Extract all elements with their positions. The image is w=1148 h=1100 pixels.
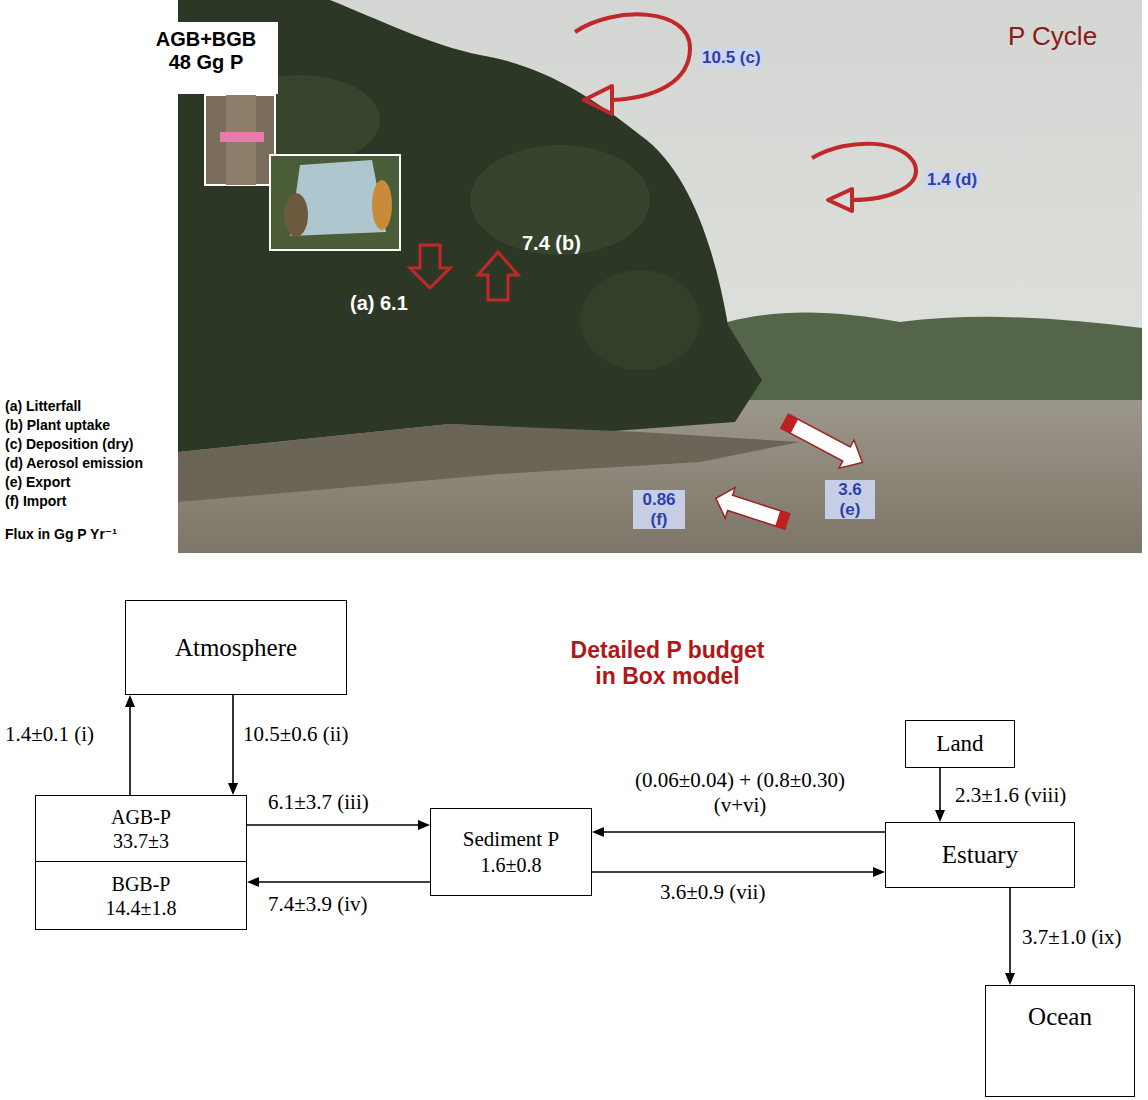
flux-value: 7.4±3.9 (iv) xyxy=(268,892,368,917)
flux-arrow xyxy=(1005,888,1015,985)
flux-value: 6.1±3.7 (iii) xyxy=(268,790,369,815)
photo-illustration xyxy=(0,0,1148,560)
box-value: 33.7±3 xyxy=(113,829,169,853)
flux-callout: 0.86 (f) xyxy=(633,490,685,529)
flux-arrow xyxy=(592,867,885,877)
emission-arrow xyxy=(812,144,916,200)
box-name: Land xyxy=(936,730,983,758)
key-entry: (e) Export xyxy=(5,474,70,490)
deposition-arrowhead xyxy=(584,86,612,114)
flux-arrow xyxy=(247,877,430,887)
reservoir-box: Land xyxy=(905,720,1015,768)
mangrove-canopy xyxy=(178,0,762,452)
diagram-title: Detailed P budget in Box model xyxy=(560,637,775,690)
box-name: Atmosphere xyxy=(175,633,297,663)
unit-note: Flux in Gg P Yr⁻¹ xyxy=(5,526,117,542)
pool-box: Sediment P1.6±0.8 xyxy=(430,808,592,896)
flux-callout: (a) 6.1 xyxy=(350,292,408,315)
box-name: AGB-P xyxy=(111,805,171,829)
emission-arrowhead xyxy=(828,189,852,211)
deposition-arrow xyxy=(575,14,690,100)
flux-line xyxy=(1009,888,1011,975)
key-entry: (c) Deposition (dry) xyxy=(5,436,133,452)
pool-box: AGB-P33.7±3 xyxy=(35,795,247,862)
flux-arrow xyxy=(592,827,885,837)
flux-callout: 7.4 (b) xyxy=(522,232,581,255)
flux-value: (0.06±0.04) + (0.8±0.30) (v+vi) xyxy=(610,768,870,818)
flux-value: 1.4±0.1 (i) xyxy=(5,722,94,747)
import-arrow xyxy=(711,483,792,537)
pool-size: AGB+BGB 48 Gg P xyxy=(146,28,266,74)
arrowhead xyxy=(247,877,259,887)
flux-arrow xyxy=(935,768,945,822)
flux-arrow xyxy=(228,695,238,795)
flux-arrow xyxy=(125,695,135,795)
key-entry: (a) Litterfall xyxy=(5,398,81,414)
key-entry: (f) Import xyxy=(5,493,66,509)
flux-value: 10.5±0.6 (ii) xyxy=(243,722,348,747)
flux-callout: 10.5 (c) xyxy=(700,48,763,68)
import-arrow-body xyxy=(711,483,792,537)
reservoir-box: Estuary xyxy=(885,822,1075,888)
field-worker xyxy=(372,180,392,230)
box-name: BGB-P xyxy=(112,872,171,896)
import-arrow-tail xyxy=(775,511,789,529)
dbh-tape xyxy=(220,132,264,142)
field-worker xyxy=(284,193,308,237)
export-arrow-body xyxy=(777,407,870,477)
box-name: Ocean xyxy=(1028,1002,1092,1032)
arrowhead xyxy=(125,695,135,707)
arrowhead xyxy=(1005,973,1015,985)
box-value: 1.6±0.8 xyxy=(481,853,542,877)
litter-trap-inset-photo xyxy=(270,155,400,250)
arrowhead xyxy=(228,783,238,795)
flux-arrow xyxy=(247,820,430,830)
flux-line xyxy=(129,705,131,795)
box-name: Estuary xyxy=(942,840,1018,870)
key-entry: (d) Aerosol emission xyxy=(5,455,143,471)
canopy-patch xyxy=(470,145,650,255)
canopy-patch xyxy=(580,270,700,370)
flux-line xyxy=(247,824,420,826)
flux-line xyxy=(592,871,875,873)
mudflat xyxy=(178,424,800,502)
trunk-inset-photo xyxy=(205,95,275,185)
reservoir-box: Ocean xyxy=(985,985,1135,1097)
arrowhead xyxy=(418,820,430,830)
export-arrow-tail xyxy=(781,414,798,433)
arrowhead xyxy=(935,810,945,822)
key-entry: (b) Plant uptake xyxy=(5,417,110,433)
uptake-arrow xyxy=(478,252,518,300)
photo-sky xyxy=(178,0,1142,553)
flux-value: 3.6±0.9 (vii) xyxy=(660,880,765,905)
flux-value: 3.7±1.0 (ix) xyxy=(1022,925,1122,950)
flux-callout: 3.6 (e) xyxy=(825,480,875,519)
litterfall-arrow xyxy=(410,245,450,288)
flux-callout: 1.4 (d) xyxy=(925,170,979,190)
box-name: Sediment P xyxy=(463,827,559,852)
atmosphere-box: Atmosphere xyxy=(125,600,347,695)
export-arrow xyxy=(777,407,870,477)
panel-title: P Cycle xyxy=(1008,22,1097,52)
flux-value: 2.3±1.6 (viii) xyxy=(955,783,1066,808)
flux-line xyxy=(602,831,885,833)
flux-line xyxy=(257,881,430,883)
flux-line xyxy=(939,768,941,812)
arrowhead xyxy=(592,827,604,837)
arrowhead xyxy=(873,867,885,877)
pool-box: BGB-P14.4±1.8 xyxy=(35,861,247,930)
flux-line xyxy=(232,695,234,785)
box-value: 14.4±1.8 xyxy=(106,896,177,920)
